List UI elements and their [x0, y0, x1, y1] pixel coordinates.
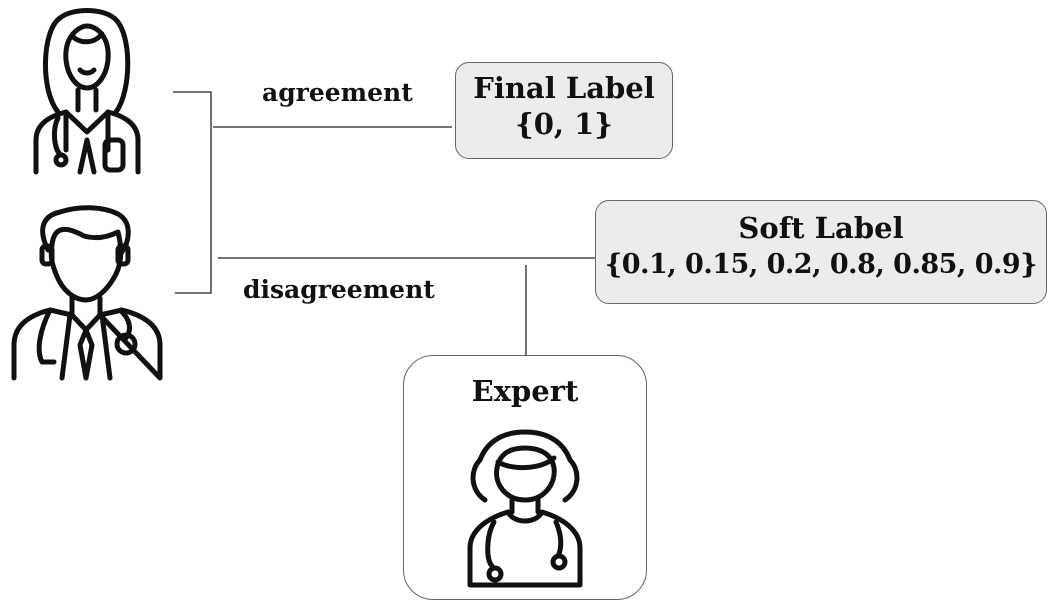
final-label-box: Final Label {0, 1}: [455, 62, 673, 159]
expert-female-doctor-icon: [467, 429, 583, 588]
soft-label-box: Soft Label {0.1, 0.15, 0.2, 0.8, 0.85, 0…: [595, 200, 1047, 304]
soft-label-title: Soft Label: [738, 211, 904, 245]
agreement-label: agreement: [262, 78, 413, 107]
disagreement-label: disagreement: [243, 275, 435, 304]
male-doctor-icon: [11, 205, 163, 381]
annotator-bracket: [173, 91, 212, 294]
expert-title: Expert: [471, 374, 579, 408]
female-doctor-icon: [33, 8, 141, 175]
final-label-title: Final Label: [473, 71, 655, 105]
soft-label-values: {0.1, 0.15, 0.2, 0.8, 0.85, 0.9}: [604, 249, 1038, 280]
expert-box: Expert: [403, 355, 647, 600]
final-label-values: {0, 1}: [515, 107, 613, 141]
